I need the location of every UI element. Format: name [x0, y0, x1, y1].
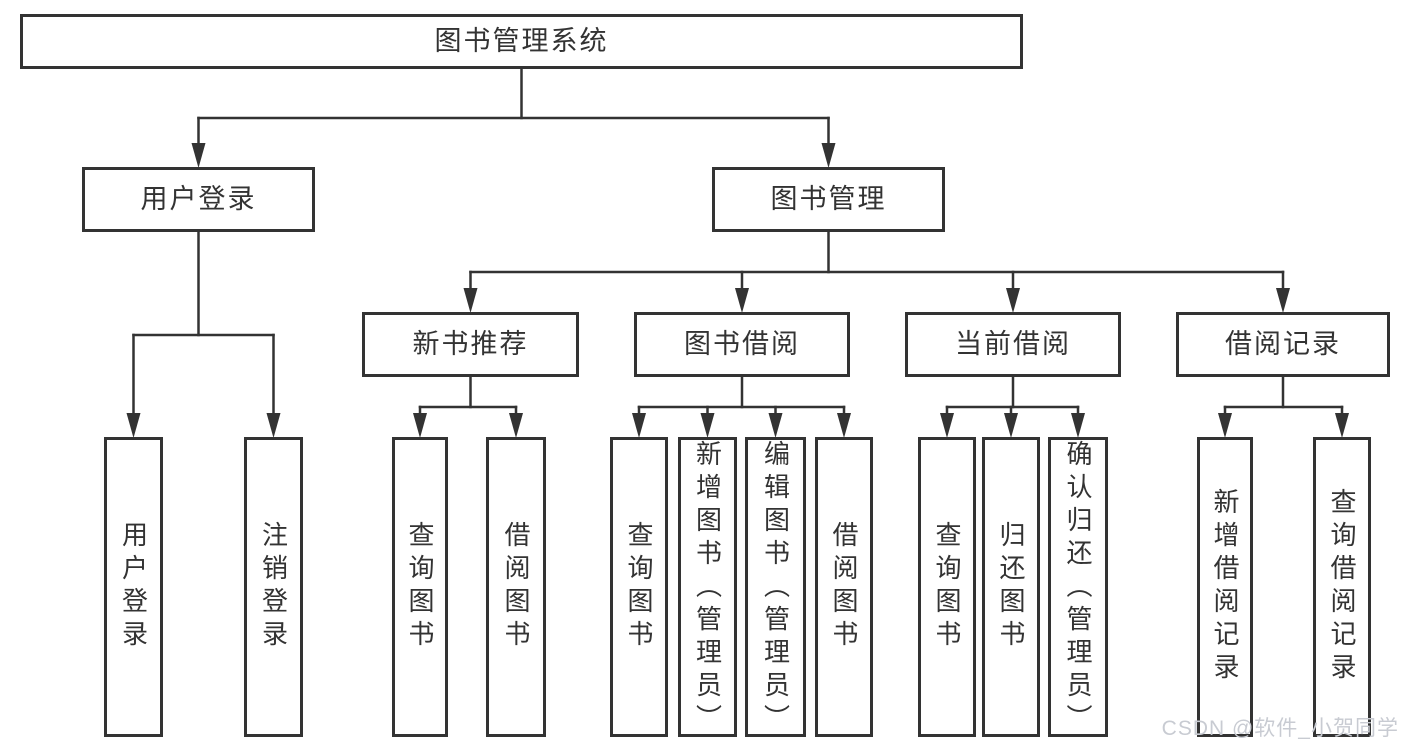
node-label-user-login: 用户登录	[140, 184, 257, 214]
node-label-leaf-user-login: 用户登录	[118, 521, 149, 653]
node-label-leaf-nbr-borrow: 借阅图书	[501, 521, 531, 653]
node-label-new-book-rec: 新书推荐	[412, 329, 529, 359]
node-leaf-bb-query: 查询图书	[610, 437, 668, 737]
node-label-leaf-bb-borrow: 借阅图书	[829, 521, 859, 653]
arrowhead-icon	[413, 413, 427, 438]
arrowhead-icon	[463, 288, 478, 313]
arrowhead-icon	[191, 143, 206, 168]
node-book-mgmt: 图书管理	[712, 167, 945, 232]
arrowhead-icon	[837, 413, 851, 438]
node-leaf-bb-add: 新增图书（管理员）	[678, 437, 737, 737]
arrowhead-icon	[1276, 288, 1290, 313]
node-leaf-bb-edit: 编辑图书（管理员）	[745, 437, 806, 737]
arrowhead-icon	[700, 413, 715, 438]
node-leaf-nbr-query: 查询图书	[392, 437, 448, 737]
arrowhead-icon	[632, 413, 646, 438]
node-label-leaf-nbr-query: 查询图书	[405, 521, 435, 653]
node-label-book-borrow: 图书借阅	[684, 329, 800, 359]
node-label-leaf-cb-confirm: 确认归还（管理员）	[1063, 440, 1093, 737]
node-new-book-rec: 新书推荐	[362, 312, 579, 377]
node-leaf-cb-query: 查询图书	[918, 437, 976, 737]
node-label-book-mgmt: 图书管理	[770, 184, 887, 214]
node-user-login: 用户登录	[82, 167, 315, 232]
node-label-borrow-records: 借阅记录	[1225, 329, 1341, 359]
node-label-leaf-br-query: 查询借阅记录	[1327, 488, 1357, 686]
arrowhead-icon	[1006, 288, 1020, 313]
node-label-leaf-bb-add: 新增图书（管理员）	[692, 440, 723, 737]
arrowhead-icon	[940, 413, 954, 438]
node-label-leaf-cb-query: 查询图书	[932, 521, 962, 653]
arrowhead-icon	[266, 413, 281, 438]
arrowhead-icon	[1335, 413, 1349, 438]
arrowhead-icon	[1071, 413, 1085, 438]
arrowhead-icon	[509, 413, 523, 438]
node-label-leaf-bb-edit: 编辑图书（管理员）	[760, 440, 791, 737]
arrowhead-icon	[1218, 413, 1232, 438]
node-label-leaf-cb-return: 归还图书	[996, 521, 1026, 653]
arrowhead-icon	[735, 288, 749, 313]
node-leaf-br-add: 新增借阅记录	[1197, 437, 1253, 737]
node-label-root: 图书管理系统	[434, 26, 609, 56]
node-leaf-br-query: 查询借阅记录	[1313, 437, 1371, 737]
node-label-leaf-logout: 注销登录	[258, 521, 289, 653]
node-leaf-logout: 注销登录	[244, 437, 303, 737]
node-leaf-bb-borrow: 借阅图书	[815, 437, 873, 737]
arrowhead-icon	[1004, 413, 1018, 438]
node-label-leaf-bb-query: 查询图书	[624, 521, 654, 653]
node-book-borrow: 图书借阅	[634, 312, 850, 377]
watermark-text: CSDN @软件_小贺同学	[1161, 717, 1399, 740]
node-borrow-records: 借阅记录	[1176, 312, 1390, 377]
node-current-borrow: 当前借阅	[905, 312, 1121, 377]
arrowhead-icon	[768, 413, 783, 438]
node-label-current-borrow: 当前借阅	[955, 329, 1071, 359]
node-leaf-nbr-borrow: 借阅图书	[486, 437, 546, 737]
node-root: 图书管理系统	[20, 14, 1023, 69]
node-leaf-cb-confirm: 确认归还（管理员）	[1048, 437, 1108, 737]
arrowhead-icon	[821, 143, 836, 168]
node-label-leaf-br-add: 新增借阅记录	[1210, 488, 1240, 686]
arrowhead-icon	[126, 413, 141, 438]
node-leaf-cb-return: 归还图书	[982, 437, 1040, 737]
node-leaf-user-login: 用户登录	[104, 437, 163, 737]
